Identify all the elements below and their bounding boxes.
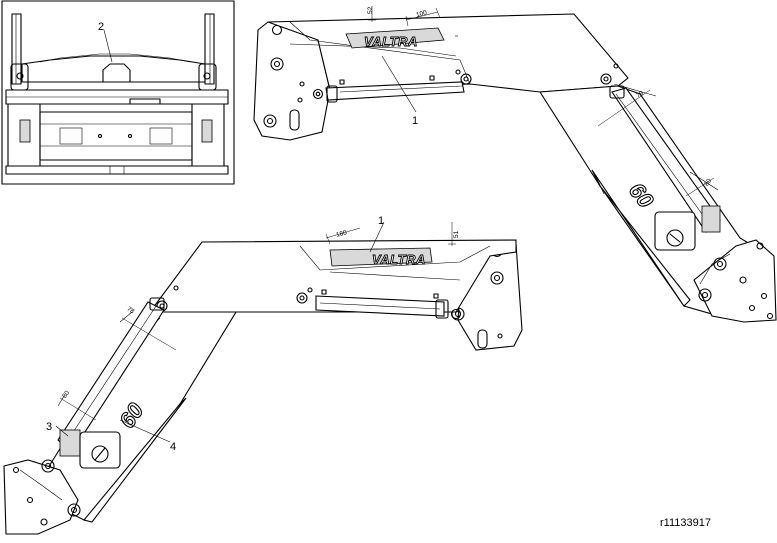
- reference-code: r11133917: [660, 517, 711, 529]
- dim-80-top: 80: [703, 177, 713, 187]
- dim-51-bottom: 51: [453, 230, 460, 238]
- dim-79-top: 79: [635, 89, 645, 99]
- callout-3: 3: [46, 421, 52, 433]
- callout-1-bottom: 1: [378, 215, 384, 227]
- dim-78-bottom: 78: [126, 306, 136, 316]
- callout-4: 4: [170, 441, 176, 453]
- callout-1-top: 1: [412, 115, 418, 127]
- dim-180-bottom: 180: [335, 229, 348, 239]
- brand-decal-top: VALTRA: [364, 34, 418, 49]
- brand-decal-bottom: VALTRA: [372, 252, 426, 267]
- callout-2: 2: [98, 21, 104, 33]
- loader-view-bottom: VALTRA 60 180 51 78: [3, 215, 523, 535]
- dim-52-top: 52: [367, 6, 374, 14]
- dim-100-top: 100: [415, 9, 428, 19]
- dim-80-bottom: 80: [61, 389, 71, 399]
- front-view-inset: 2: [1, 0, 235, 185]
- loader-view-top: VALTRA 60 52 100: [253, 6, 777, 323]
